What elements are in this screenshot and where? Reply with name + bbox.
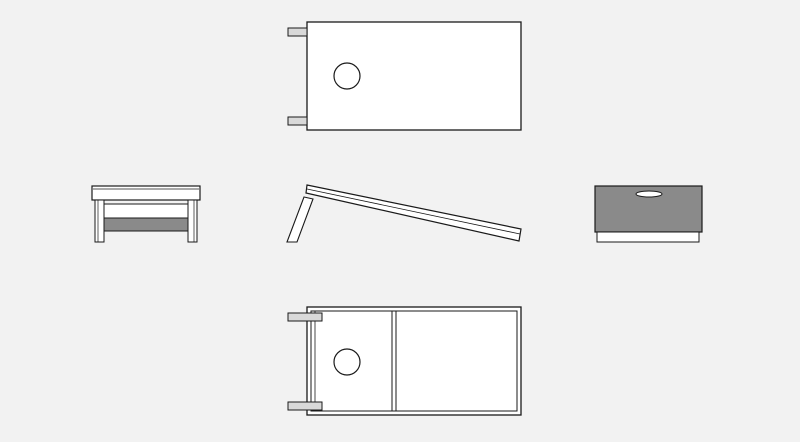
bottom-hole <box>333 348 361 376</box>
front-board-edge <box>91 185 201 201</box>
leg-stub-lower <box>287 116 308 126</box>
side-view <box>286 184 522 243</box>
front-left-leg <box>94 199 105 243</box>
back-view <box>594 185 703 243</box>
side-board-edge <box>306 188 521 235</box>
bottom-view <box>287 306 522 416</box>
board-hole <box>333 62 361 90</box>
front-shaded-rail <box>103 217 189 232</box>
leg-stub-upper <box>287 27 308 37</box>
front-right-leg <box>187 199 198 243</box>
front-inner-frame <box>103 203 189 219</box>
top-view <box>287 21 522 131</box>
side-leg <box>286 196 314 243</box>
back-hole <box>635 190 663 198</box>
bottom-leg-lower <box>287 401 323 411</box>
back-bottom-edge <box>596 231 700 243</box>
side-board <box>305 184 522 242</box>
bottom-leg-upper <box>287 312 323 322</box>
front-view <box>91 185 201 243</box>
